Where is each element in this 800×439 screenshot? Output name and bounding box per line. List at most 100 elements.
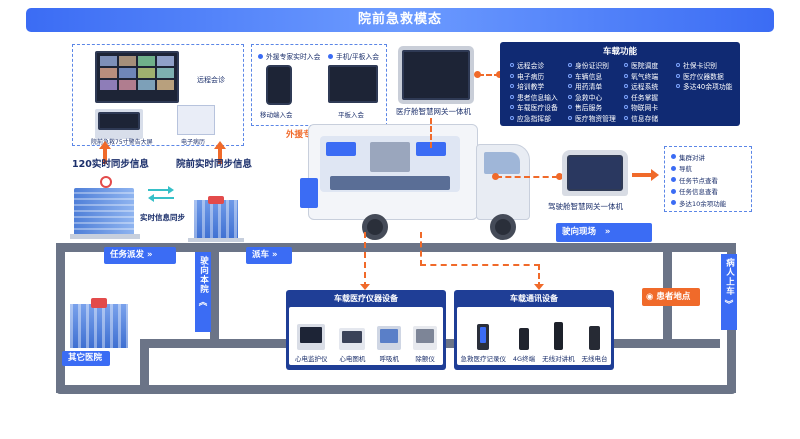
medical-devices-list: 心电监护仪心电图机呼吸机除颤仪 (289, 307, 443, 365)
arrow-up-120-icon (103, 146, 107, 164)
ecg-machine-icon (339, 328, 366, 350)
function-item: 任务信息查看 (671, 186, 745, 198)
radio-icon (589, 326, 601, 350)
defibrillator-icon (413, 326, 438, 350)
comm-devices-header: 车载通讯设备 (510, 294, 558, 303)
function-item: 多达10余项功能 (671, 197, 745, 209)
chip-dispatch-car: 派车 » (246, 247, 292, 264)
cabin-gateway-device (398, 46, 474, 104)
function-item: 社保卡识别 (676, 60, 732, 71)
other-hospital-building (64, 298, 134, 350)
function-item: 患者信息输入 (510, 92, 558, 103)
bullet-icon (510, 63, 514, 68)
bullet-icon (624, 105, 628, 110)
connector-dot-icon (496, 71, 503, 78)
chevron-down-icon: ︾ (724, 300, 734, 310)
bullet-icon (510, 115, 514, 120)
local-hospital-building (188, 196, 244, 242)
center-120-building (70, 176, 140, 240)
medical-devices-header: 车载医疗仪器设备 (334, 294, 398, 303)
bullet-icon (510, 105, 514, 110)
driver-arrowhead-icon (651, 169, 659, 181)
function-item: 车载医疗设备 (510, 102, 558, 113)
bullet-icon (568, 105, 572, 110)
bullet-icon (624, 84, 628, 89)
function-item: 电子病历 (510, 71, 558, 82)
arrowhead-hospital-icon (214, 141, 226, 149)
bullet-icon (676, 73, 680, 78)
bullet-icon (624, 73, 628, 78)
cabin-gateway-label: 医疗舱智慧网关一体机 (396, 107, 471, 116)
cabin-functions-col3: 医院调度氧气终端远程系统任务掌握物联网卡信息存储 (624, 60, 658, 123)
driver-gateway-label: 驾驶舱智慧网关一体机 (548, 202, 623, 211)
device-arrowhead-right-icon (534, 284, 544, 290)
ecg-monitor-icon (297, 324, 326, 350)
function-item: 车辆信息 (568, 71, 616, 82)
device-item: 心电监护仪 (295, 324, 327, 363)
consult-screen (95, 51, 179, 103)
function-item: 信息存储 (624, 113, 658, 124)
label-120-sync: 120实时同步信息 (72, 159, 149, 170)
device-connector-left-icon (364, 232, 366, 288)
consult-label: 远程会诊 (197, 76, 225, 84)
function-item: 医疗仪器数据 (676, 71, 732, 82)
function-item: 医疗物资管理 (568, 113, 616, 124)
driver-functions-list: 集群对讲导航任务节点查看任务信息查看多达10余项功能 (671, 151, 745, 209)
chip-other-hospital: 其它医院 (62, 351, 110, 366)
bullet-icon (510, 73, 514, 78)
device-item: 除颤仪 (413, 326, 438, 363)
expert-item-2: 手机/平板入会 (328, 51, 379, 62)
4g-terminal-icon (519, 328, 530, 350)
function-item: 培训教学 (510, 81, 558, 92)
screen-75-image (95, 109, 143, 139)
bullet-icon (676, 84, 680, 89)
chip-patient-location: ◉ 患者地点 (642, 288, 700, 306)
mobile-screen (266, 65, 292, 105)
strip-patient-board: 病人上车 ︾ (721, 254, 737, 330)
location-pin-icon: ◉ (646, 292, 654, 302)
screen-75-label: 院前急救75寸警告大屏 (91, 139, 153, 146)
driver-arrow-icon (632, 173, 652, 177)
device-connector-h-icon (420, 264, 540, 266)
emr-image (177, 105, 215, 135)
chip-to-scene: 驶向现场 » (556, 223, 652, 242)
expert-join-panel: 外援专家实时入会 手机/平板入会 移动端入会 平板入会 (251, 44, 387, 126)
bullet-icon (671, 188, 676, 194)
ambulance (290, 118, 534, 244)
driver-connector-icon (496, 176, 558, 178)
bullet-icon (676, 63, 680, 68)
double-chevron-icon: » (146, 250, 153, 260)
function-item: 任务掌握 (624, 92, 658, 103)
arrowhead-120-icon (99, 141, 111, 149)
device-item: 无线电台 (582, 326, 608, 363)
bullet-icon (568, 63, 572, 68)
sync-arrows-icon (148, 186, 174, 202)
function-item: 售后服务 (568, 102, 616, 113)
bullet-icon (568, 115, 572, 120)
cabin-down-connector-icon (430, 118, 432, 148)
connector-dot-icon (474, 71, 481, 78)
bullet-icon (510, 84, 514, 89)
mobile-join-label: 移动端入会 (260, 111, 293, 119)
device-connector-down-icon (538, 264, 540, 288)
device-connector-right-icon (420, 232, 422, 266)
device-item: 呼吸机 (377, 326, 402, 363)
remote-consult-panel: 远程会诊 院前急救75寸警告大屏 电子病历 (72, 44, 244, 146)
bullet-icon (624, 94, 628, 99)
double-chevron-icon: » (604, 227, 611, 237)
chevron-up-icon: ︽ (198, 298, 208, 308)
bullet-icon (510, 94, 514, 99)
label-hospital-sync: 院前实时同步信息 (176, 159, 253, 170)
emr-label: 电子病历 (181, 139, 206, 146)
cabin-functions-col1: 远程会诊电子病历培训教学患者信息输入车载医疗设备应急指挥部 (510, 60, 558, 123)
function-item: 远程系统 (624, 81, 658, 92)
label-realtime-sync: 实时信息同步 (140, 213, 185, 222)
cabin-connector-icon (478, 74, 500, 76)
bullet-icon (568, 73, 572, 78)
connector-dot-icon (556, 173, 563, 180)
device-item: 急救医疗记录仪 (460, 324, 506, 363)
bullet-icon (671, 165, 676, 171)
strip-to-hospital: 驶向本院 ︽ (195, 252, 211, 332)
function-item: 导航 (671, 163, 745, 175)
